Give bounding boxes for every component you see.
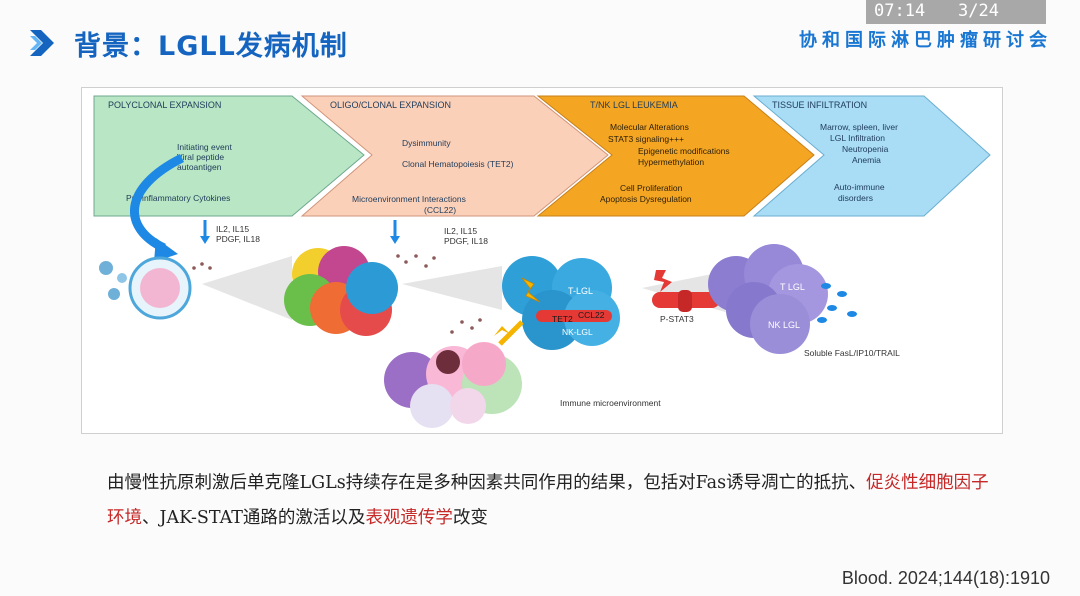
stage-4-title: TISSUE INFILTRATION	[772, 100, 867, 110]
nk-lgl-label: NK-LGL	[562, 327, 593, 337]
conference-name: 协和国际淋巴肿瘤研讨会	[799, 30, 1052, 51]
stage-3-line: Hypermethylation	[638, 157, 704, 167]
stage-3-line: Cell Proliferation	[620, 183, 683, 193]
stage-2-line: Microenvironment Interactions	[352, 194, 466, 204]
leukemic-cell-cluster	[708, 244, 828, 354]
stage-3-line: Molecular Alterations	[610, 122, 689, 132]
stage-2-line: Clonal Hematopoiesis (TET2)	[402, 159, 514, 169]
time-display: 07:14	[874, 1, 926, 21]
cytokine-label: PDGF, IL18	[216, 234, 260, 244]
clonal-cell-cluster	[502, 256, 620, 350]
page-title: 背景：LGLL发病机制	[74, 31, 348, 62]
stage-infiltration-arrow	[752, 95, 991, 217]
stage-3-line: Epigenetic modifications	[638, 146, 730, 156]
stage-4-line: Anemia	[852, 155, 881, 165]
chevron-right-icon	[30, 30, 54, 56]
highlight-proinflammatory: 促炎性细胞因子环境	[107, 473, 989, 528]
stage-4-line: Neutropenia	[842, 144, 889, 154]
stage-2-title: OLIGO/CLONAL EXPANSION	[330, 100, 451, 110]
highlight-epigenetics: 表观遗传学	[365, 508, 453, 528]
stage-leukemia-arrow	[536, 95, 815, 217]
stage-3-line: Apoptosis Dysregulation	[600, 194, 692, 204]
tet2-label: TET2	[552, 314, 573, 324]
description-part: 改变	[452, 508, 488, 528]
stage-3-line: STAT3 signaling+++	[608, 134, 684, 144]
stage-1-line: Initiating event	[177, 142, 232, 152]
soluble-label: Soluble FasL/IP10/TRAIL	[804, 348, 900, 358]
stage-1-title: POLYCLONAL EXPANSION	[108, 100, 221, 110]
stage-1-line: autoantigen	[177, 162, 222, 172]
player-overlay: 07:14 3/24	[866, 0, 1046, 24]
stage-4-line: disorders	[838, 193, 873, 203]
stage-4-line: LGL Infiltration	[830, 133, 885, 143]
stage-1-line: Pro-inflammatory Cytokines	[126, 193, 230, 203]
page-counter: 3/24	[958, 1, 999, 21]
stage-oligoclonal-arrow	[300, 95, 609, 217]
stage-1-line: Viral peptide	[177, 152, 224, 162]
polyclonal-cell-cluster	[284, 246, 398, 336]
cytokine-label: IL2, IL15	[216, 224, 249, 234]
stage-3-title: T/NK LGL LEUKEMIA	[590, 100, 678, 110]
virus-icon	[99, 261, 127, 300]
ccl22-label: CCL22	[578, 310, 605, 320]
curved-arrow-icon	[129, 153, 185, 253]
p-stat3-label: P-STAT3	[660, 314, 694, 324]
citation: Blood. 2024;144(18):1910	[841, 568, 1050, 588]
pathogenesis-figure: POLYCLONAL EXPANSION OLIGO/CLONAL EXPANS…	[81, 87, 1003, 434]
cytokine-label: IL2, IL15	[444, 226, 477, 236]
description-part: 、JAK-STAT通路的激活以及	[142, 508, 366, 528]
stage-polyclonal-arrow	[93, 95, 365, 217]
description-text: 由慢性抗原刺激后单克隆LGLs持续存在是多种因素共同作用的结果，包括对Fas诱导…	[107, 466, 997, 536]
description-part: 由慢性抗原刺激后单克隆LGLs持续存在是多种因素共同作用的结果，包括对Fas诱导…	[107, 473, 867, 493]
stage-2-line: Dysimmunity	[402, 138, 451, 148]
immune-label: Immune microenvironment	[560, 398, 661, 408]
cytokine-label: PDGF, IL18	[444, 236, 488, 246]
immune-microenvironment-cells	[384, 342, 522, 428]
nk-lgl-2-label: NK LGL	[768, 320, 800, 330]
stage-4-line: Marrow, spleen, liver	[820, 122, 898, 132]
t-lgl-label: T-LGL	[568, 286, 593, 296]
lightning-icon	[521, 277, 541, 303]
t-lgl-2-label: T LGL	[780, 282, 805, 292]
stage-4-line: Auto-immune	[834, 182, 885, 192]
lightning-icon	[654, 270, 672, 292]
stage-2-line: (CCL22)	[424, 205, 456, 215]
